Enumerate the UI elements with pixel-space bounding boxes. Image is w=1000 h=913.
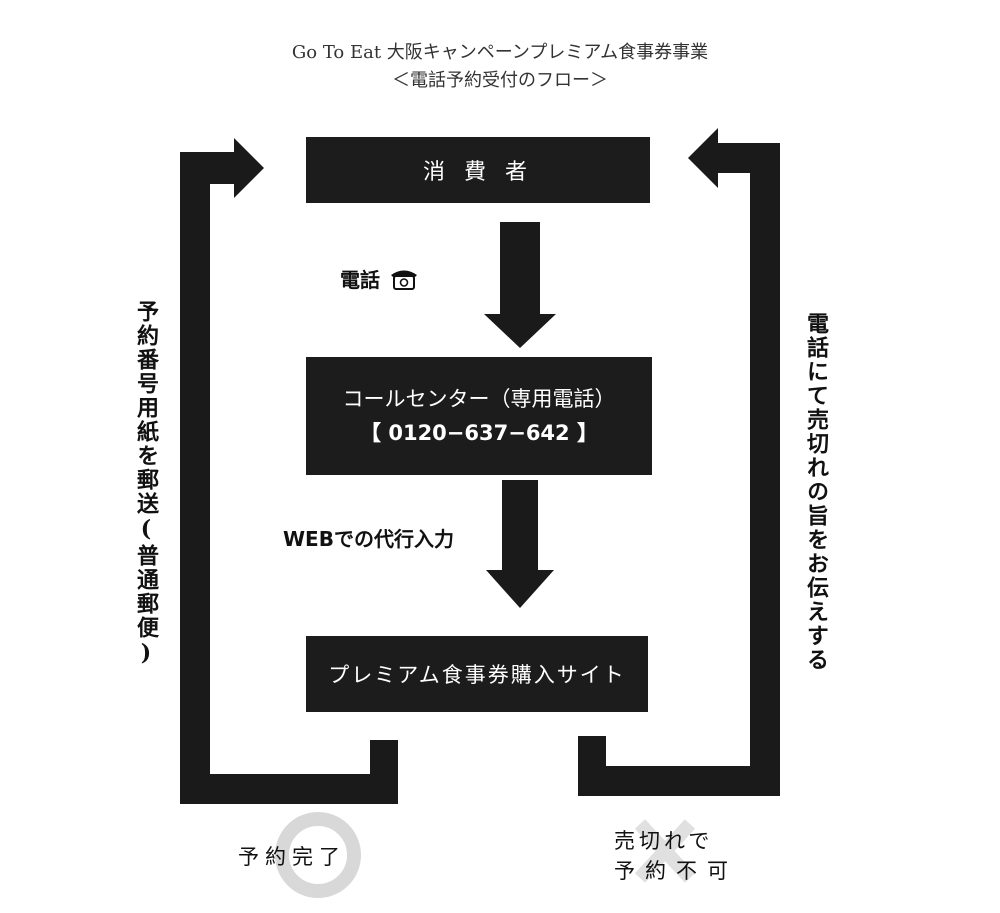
page-title: Go To Eat 大阪キャンペーンプレミアム食事券事業 — [291, 42, 709, 63]
left-loop-text: 予約番号用紙を郵送(普通郵便) — [133, 300, 159, 668]
left-outcome: 予約完了 — [238, 845, 346, 869]
right-outcome: 売切れで 予約不可 — [614, 826, 738, 886]
node-consumer-label: 消 費 者 — [423, 160, 533, 185]
node-purchase-site-label: プレミアム食事券購入サイト — [328, 663, 626, 687]
right-outcome-line2: 予約不可 — [614, 859, 738, 883]
node-call-center-name: コールセンター（専用電話） — [342, 387, 616, 411]
stamp-mark-right — [634, 819, 696, 883]
left-loop-path — [180, 138, 398, 804]
telephone-icon — [390, 268, 418, 290]
edge-web-input-label: WEBでの代行入力 — [283, 527, 454, 551]
edge-phone-label: 電話 — [340, 264, 418, 293]
edge-phone-text: 電話 — [340, 268, 380, 292]
arrow-down-consumer-to-callcenter — [484, 222, 556, 348]
right-loop-text: 電話にて売切れの旨をお伝えする — [803, 312, 829, 672]
node-call-center: コールセンター（専用電話） 【 0120−637−642 】 — [306, 357, 652, 475]
node-consumer: 消 費 者 — [306, 137, 650, 203]
right-outcome-line1: 売切れで — [614, 829, 714, 853]
node-purchase-site: プレミアム食事券購入サイト — [306, 636, 648, 712]
node-call-center-number: 【 0120−637−642 】 — [360, 421, 598, 445]
right-loop-path — [578, 128, 780, 796]
stamp-circle-left — [275, 812, 361, 898]
page-subtitle: ＜電話予約受付のフロー＞ — [392, 70, 608, 91]
arrow-down-callcenter-to-site — [486, 480, 554, 608]
